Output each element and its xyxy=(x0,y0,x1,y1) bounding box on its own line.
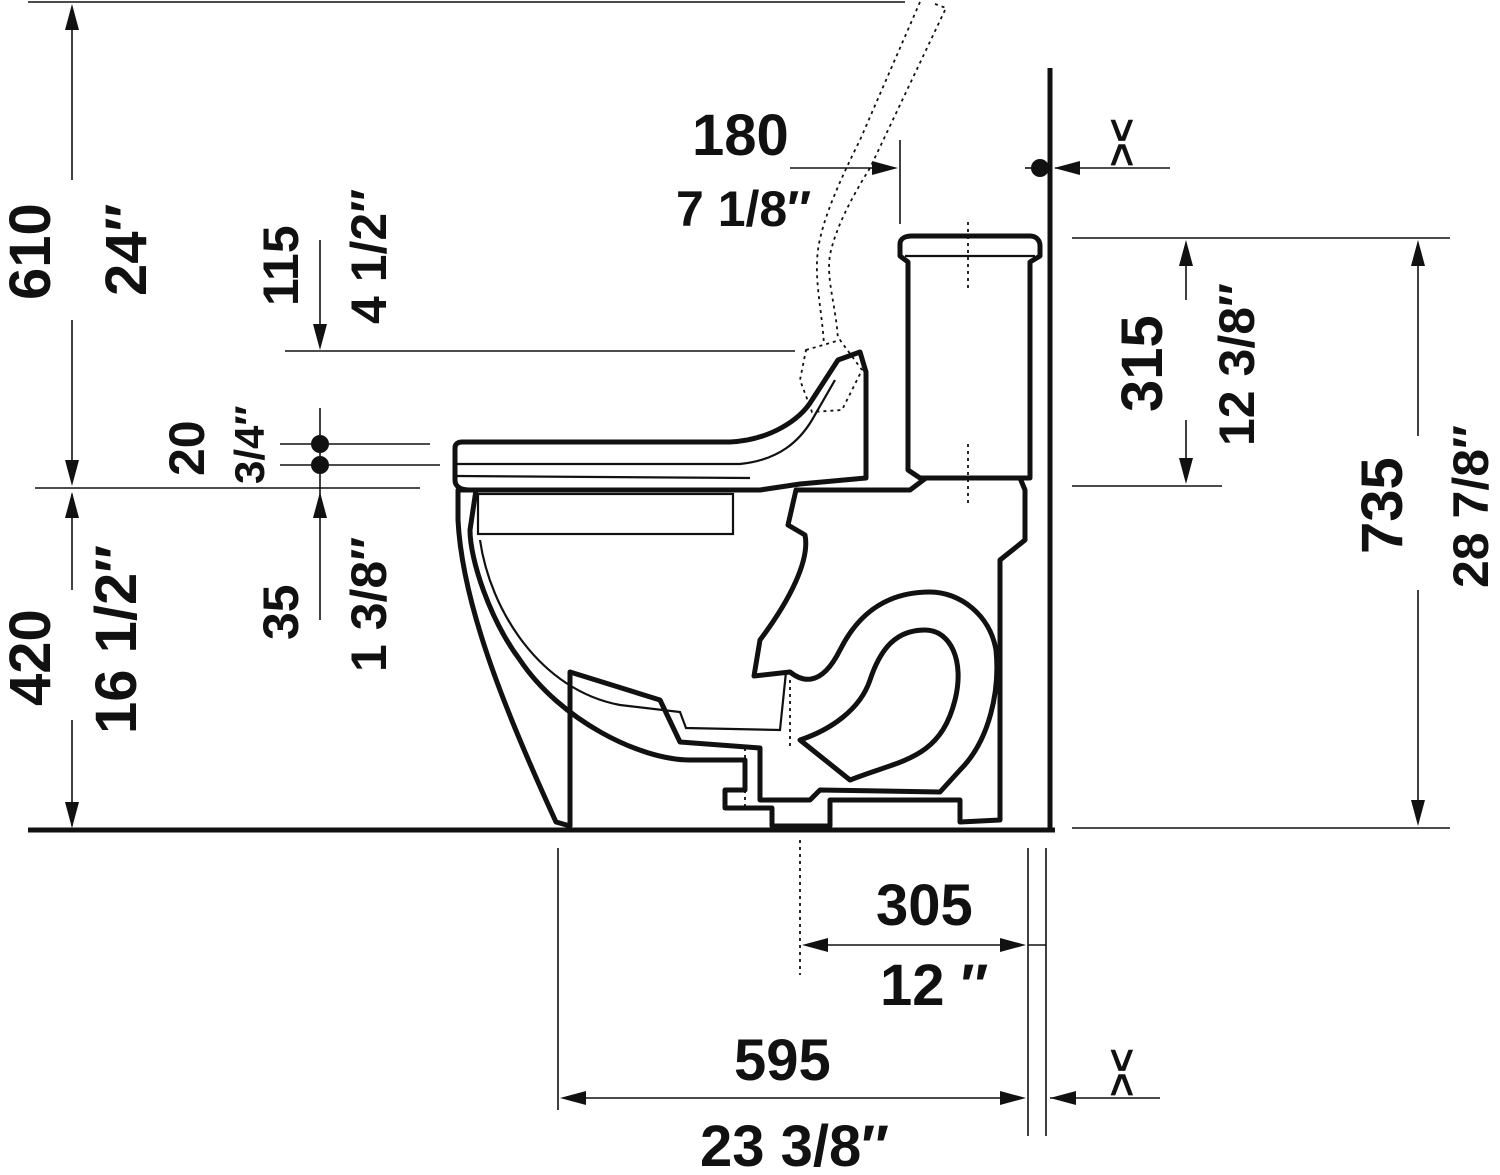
seat-curve-inner xyxy=(739,379,836,466)
trapway xyxy=(797,627,961,783)
tank-outline xyxy=(897,233,1043,481)
dim-115-arrow xyxy=(313,324,327,350)
dim-180-arrow xyxy=(872,161,898,175)
supply-hose xyxy=(815,1,948,346)
dim-20-dot-upper xyxy=(311,435,329,453)
dim-180-in: 7 1/8″ xyxy=(676,181,811,237)
seat-line-lower xyxy=(455,474,751,480)
dim-595-mm: 595 xyxy=(734,1028,831,1093)
dim-420-mm: 420 xyxy=(0,609,63,706)
dim-115-in: 4 1/2″ xyxy=(341,189,397,324)
wall-gap-bottom-symbol: >< xyxy=(1099,1048,1146,1097)
seat-lid xyxy=(452,349,869,493)
dim-610-arrow-bottom xyxy=(65,460,79,486)
bowl-outline xyxy=(455,472,1028,829)
dim-735-in: 28 7/8″ xyxy=(1443,425,1499,588)
dim-315-in: 12 3/8″ xyxy=(1209,283,1265,446)
hose-connector xyxy=(799,338,864,413)
dim-35-mm: 35 xyxy=(253,584,309,640)
dim-20-dot-lower xyxy=(311,456,329,474)
dim-305-in: 12 ″ xyxy=(880,953,988,1018)
dim-315-mm: 315 xyxy=(1110,315,1175,412)
dim-305-mm: 305 xyxy=(876,873,973,938)
dim-735-mm: 735 xyxy=(1350,457,1415,554)
wall-gap-top-arrow xyxy=(1054,161,1080,175)
dim-420-in: 16 1/2″ xyxy=(84,545,149,734)
dim-420-arrow-bottom xyxy=(65,802,79,828)
dim-115-mm: 115 xyxy=(253,225,309,306)
dim-35-arrow xyxy=(313,492,327,518)
seat-ring xyxy=(476,492,735,536)
wall-gap-bottom-arrow xyxy=(1050,1091,1076,1105)
dim-315-arrow-bottom xyxy=(1179,458,1193,484)
dim-20-mm: 20 xyxy=(159,420,215,476)
toilet-body xyxy=(452,1,1043,829)
dim-35-in: 1 3/8″ xyxy=(341,537,397,672)
dim-610-in: 24″ xyxy=(94,204,159,296)
dim-305-arrow-left xyxy=(802,938,828,952)
dim-595-arrow-left xyxy=(560,1091,586,1105)
wall-gap-top-symbol: >< xyxy=(1099,118,1146,167)
dim-420-arrow-top xyxy=(65,492,79,518)
dim-610-arrow-top xyxy=(65,4,79,30)
dim-595-arrow-right xyxy=(1000,1091,1026,1105)
dim-735-arrow-bottom xyxy=(1411,800,1425,826)
bowl-inner xyxy=(478,539,788,732)
dim-735-arrow-top xyxy=(1411,240,1425,266)
dim-595-in: 23 3/8″ xyxy=(700,1114,889,1175)
dim-20-in: 3/4″ xyxy=(226,405,273,484)
dim-610-mm: 610 xyxy=(0,203,63,300)
dim-180-mm: 180 xyxy=(692,103,789,168)
dim-315-arrow-top xyxy=(1179,240,1193,266)
dim-305-arrow-right xyxy=(1000,938,1026,952)
